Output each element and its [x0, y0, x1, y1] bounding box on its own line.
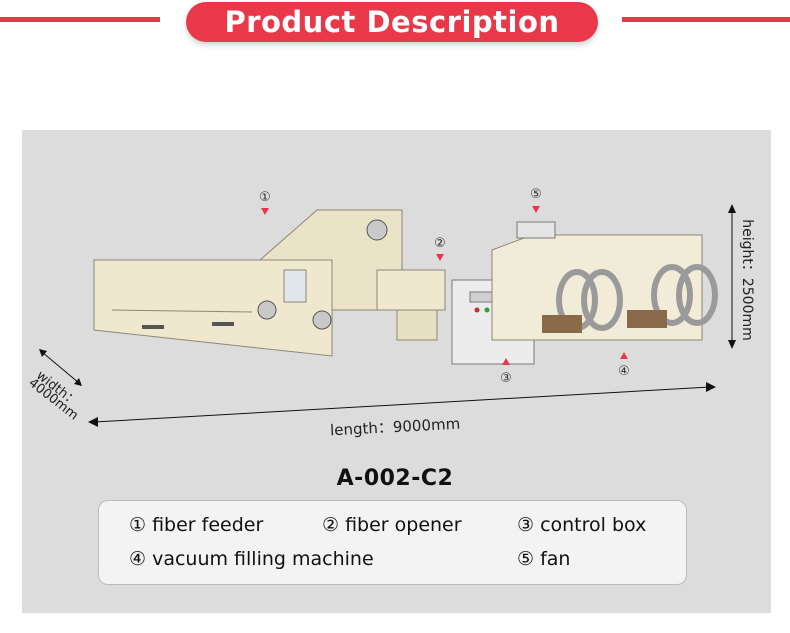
vacuum-hose — [676, 264, 718, 326]
section-title: Product Description — [186, 2, 598, 42]
marker-control-box: ③ — [500, 371, 512, 386]
fiber-feeder-slot — [212, 322, 234, 326]
machine-illustration — [39, 204, 736, 427]
fiber-feeder-window — [283, 269, 307, 303]
marker-arrow-icon — [532, 206, 540, 213]
header-rule-left — [0, 17, 160, 22]
marker-arrow-icon — [620, 352, 628, 359]
legend-item-vacuum-filling-machine: ④ vacuum filling machine — [129, 548, 374, 570]
component-legend: ① fiber feeder ② fiber opener ③ control … — [98, 500, 687, 585]
length-dimension-line — [93, 386, 711, 423]
motor — [257, 300, 277, 320]
width-dimension-line — [41, 351, 80, 384]
marker-fiber-opener: ② — [434, 236, 446, 251]
motor — [366, 219, 388, 241]
legend-item-fiber-opener: ② fiber opener — [322, 514, 462, 536]
marker-arrow-icon — [502, 358, 510, 365]
model-number: A-002-C2 — [336, 466, 454, 491]
fiber-feeder-slot — [142, 325, 164, 329]
marker-fan: ⑤ — [530, 187, 542, 202]
header-rule-right — [622, 17, 790, 22]
height-label: height：2500mm — [738, 219, 755, 341]
marker-arrow-icon — [261, 208, 269, 215]
marker-arrow-icon — [436, 254, 444, 261]
marker-vacuum-filling-machine: ④ — [618, 364, 630, 379]
vacuum-hose — [651, 264, 693, 326]
fiber-opener-body — [376, 269, 446, 311]
motor — [312, 310, 332, 330]
marker-fiber-feeder: ① — [259, 190, 271, 205]
fan-housing — [516, 221, 556, 239]
fiber-feeder-body — [93, 259, 333, 357]
legend-item-control-box: ③ control box — [517, 514, 647, 536]
vacuum-hose — [581, 269, 623, 331]
legend-item-fiber-feeder: ① fiber feeder — [129, 514, 264, 536]
legend-item-fan: ⑤ fan — [517, 548, 571, 570]
fiber-opener-stand — [396, 309, 438, 341]
